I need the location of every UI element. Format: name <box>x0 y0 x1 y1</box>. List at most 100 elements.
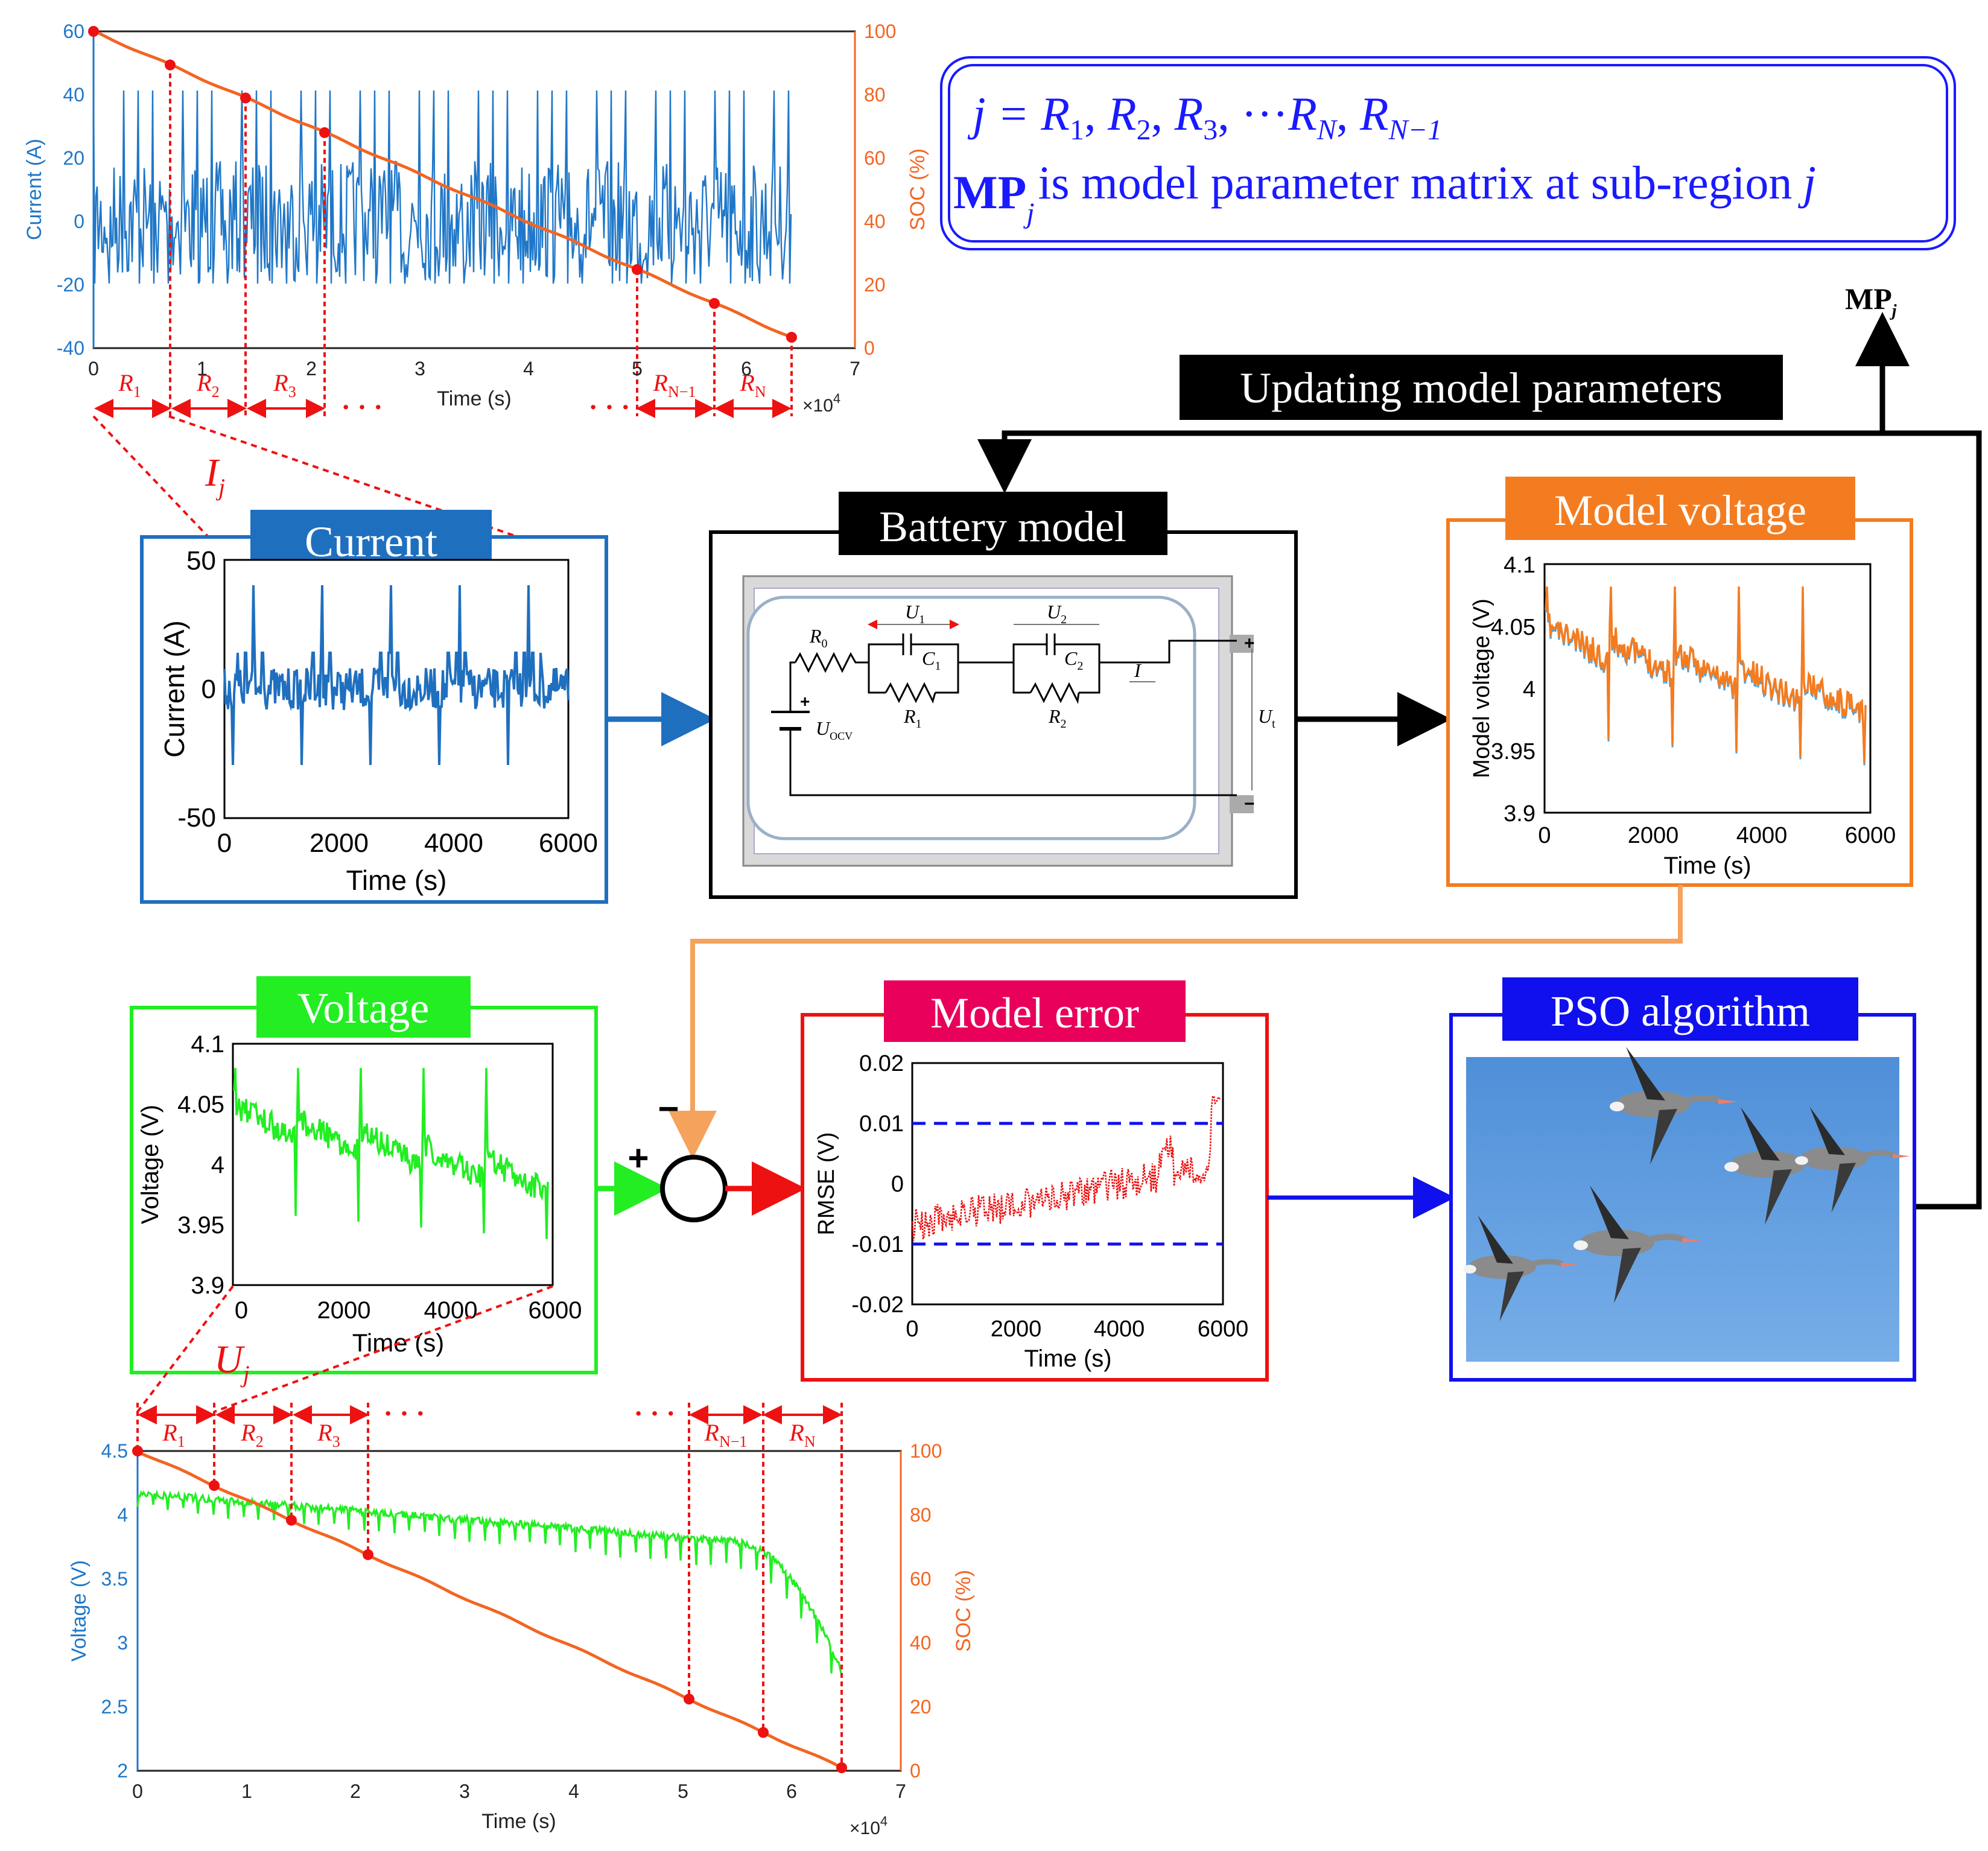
top-xtick: 1 <box>197 358 208 379</box>
c2-label: C2 <box>1064 647 1083 673</box>
top-ytick-right: 60 <box>864 147 886 169</box>
err-xtick: 0 <box>906 1316 918 1342</box>
uj-zoom-lines <box>136 1285 553 1413</box>
err-ytick: -0.02 <box>851 1292 904 1318</box>
current-xtick: 4000 <box>424 828 483 858</box>
r0-label: R0 <box>809 625 828 650</box>
top-ytick-left: -20 <box>57 274 84 296</box>
current-series <box>223 585 570 766</box>
mv-ytick: 4.1 <box>1504 553 1535 578</box>
soc-marker <box>209 1480 220 1491</box>
summing-junction <box>660 1155 728 1222</box>
top-ytick-left: -40 <box>57 337 84 359</box>
v-xtick: 6000 <box>529 1297 582 1324</box>
bot-region-label: RN <box>789 1419 815 1450</box>
battery-terminal-minus <box>1230 795 1254 813</box>
goose-icon <box>1610 1047 1738 1164</box>
top-xtick: 0 <box>88 358 99 379</box>
bot-ytick-left: 3 <box>117 1632 128 1654</box>
soc-marker <box>132 1446 143 1456</box>
bot-x-label: Time (s) <box>481 1810 556 1833</box>
current-x-label: Time (s) <box>346 865 447 896</box>
bot-ytick-right: 100 <box>910 1440 942 1462</box>
junction-plus: + <box>627 1138 649 1178</box>
bot-xtick: 7 <box>895 1780 906 1802</box>
err-ytick: -0.01 <box>851 1232 904 1257</box>
u2-label: U2 <box>1047 601 1067 626</box>
err-xtick: 4000 <box>1094 1316 1145 1342</box>
goose-icon <box>1574 1186 1701 1303</box>
bot-ellipsis-right: · · · <box>634 1398 675 1429</box>
top-ytick-right: 40 <box>864 211 886 232</box>
mv-xtick: 4000 <box>1736 823 1788 848</box>
uocv-label: UOCV <box>816 717 853 742</box>
current-i-label: I <box>1134 659 1142 681</box>
bot-xtick: 2 <box>350 1780 361 1802</box>
c1-label: C1 <box>922 647 941 673</box>
v-xtick: 2000 <box>317 1297 371 1324</box>
top-ellipsis-right: · · · <box>588 392 630 422</box>
top-region-dashes <box>169 65 793 416</box>
err-y-label: RMSE (V) <box>814 1132 839 1236</box>
voltage-title: Voltage <box>297 984 430 1032</box>
battery-terminal-plus <box>1230 635 1254 653</box>
v-ytick: 3.95 <box>177 1212 224 1239</box>
v-y-label: Voltage (V) <box>137 1105 164 1224</box>
bot-ellipsis-left: · · · <box>383 1398 425 1429</box>
v-ytick: 4.1 <box>191 1031 224 1058</box>
bot-ytick-right: 60 <box>910 1568 932 1590</box>
top-ytick-right: 20 <box>864 274 886 296</box>
mp-output-label: MPj <box>1845 282 1897 320</box>
bot-region-label: R3 <box>317 1419 340 1450</box>
voltage-panel: Voltage 4.1 4.05 4 3.95 3.9 0 2000 4000 … <box>130 976 598 1374</box>
pso-title: PSO algorithm <box>1551 987 1810 1035</box>
soc-marker <box>88 26 99 37</box>
model-error-series <box>911 1094 1221 1241</box>
formula-box: j = R1, R2, R3, ···RN, RN−1 MPjis model … <box>940 56 1956 250</box>
junction-minus: − <box>658 1088 679 1129</box>
goose-icon <box>1724 1107 1852 1225</box>
bot-xtick: 1 <box>241 1780 252 1802</box>
bot-xtick: 3 <box>459 1780 470 1802</box>
r2-label: R2 <box>1048 705 1067 731</box>
top-ytick-left: 20 <box>63 147 84 169</box>
current-plot-frame <box>223 559 570 819</box>
terminal-plus-sign: + <box>1244 633 1255 653</box>
err-xtick: 2000 <box>991 1316 1042 1342</box>
r1-label: R1 <box>903 705 922 731</box>
v-ytick: 3.9 <box>191 1272 224 1299</box>
top-chart: 60 40 20 0 -20 -40 100 80 60 40 20 0 0 1… <box>23 21 929 422</box>
bot-xtick: 5 <box>678 1780 688 1802</box>
top-xtick: 6 <box>741 358 752 379</box>
model-voltage-plot-frame <box>1543 563 1872 814</box>
bot-xtick: 4 <box>568 1780 579 1802</box>
bot-region-label: R1 <box>162 1419 185 1450</box>
bot-ytick-right: 0 <box>910 1760 921 1782</box>
ij-label: Ij <box>205 451 225 501</box>
top-xtick: 5 <box>632 358 643 379</box>
top-ytick-right: 100 <box>864 21 896 42</box>
top-xtick: 3 <box>414 358 425 379</box>
top-xtick: 4 <box>523 358 534 379</box>
soc-marker <box>363 1549 373 1560</box>
bot-ytick-left: 2 <box>117 1760 128 1782</box>
model-error-plot-frame <box>911 1062 1224 1306</box>
top-y-right-label: SOC (%) <box>906 148 929 230</box>
bot-ytick-right: 20 <box>910 1696 932 1718</box>
mv-xtick: 0 <box>1538 823 1551 848</box>
top-xtick: 7 <box>850 358 860 379</box>
err-ytick: 0 <box>891 1172 904 1197</box>
v-xtick: 0 <box>235 1297 248 1324</box>
top-region-label: R1 <box>118 369 141 401</box>
mv-ytick: 3.9 <box>1504 801 1535 827</box>
model-voltage-to-junction-arrow <box>668 885 1683 1159</box>
update-label: Updating model parameters <box>1240 364 1723 412</box>
bot-region-label: R2 <box>240 1419 263 1450</box>
top-xtick: 2 <box>306 358 317 379</box>
top-ytick-right: 80 <box>864 84 886 106</box>
bot-ytick-left: 2.5 <box>101 1696 128 1718</box>
ij-zoom-lines <box>92 415 568 555</box>
battery-cell <box>746 595 1196 840</box>
pso-title-bg <box>1502 977 1858 1041</box>
pso-panel: PSO algorithm <box>1449 977 1916 1382</box>
